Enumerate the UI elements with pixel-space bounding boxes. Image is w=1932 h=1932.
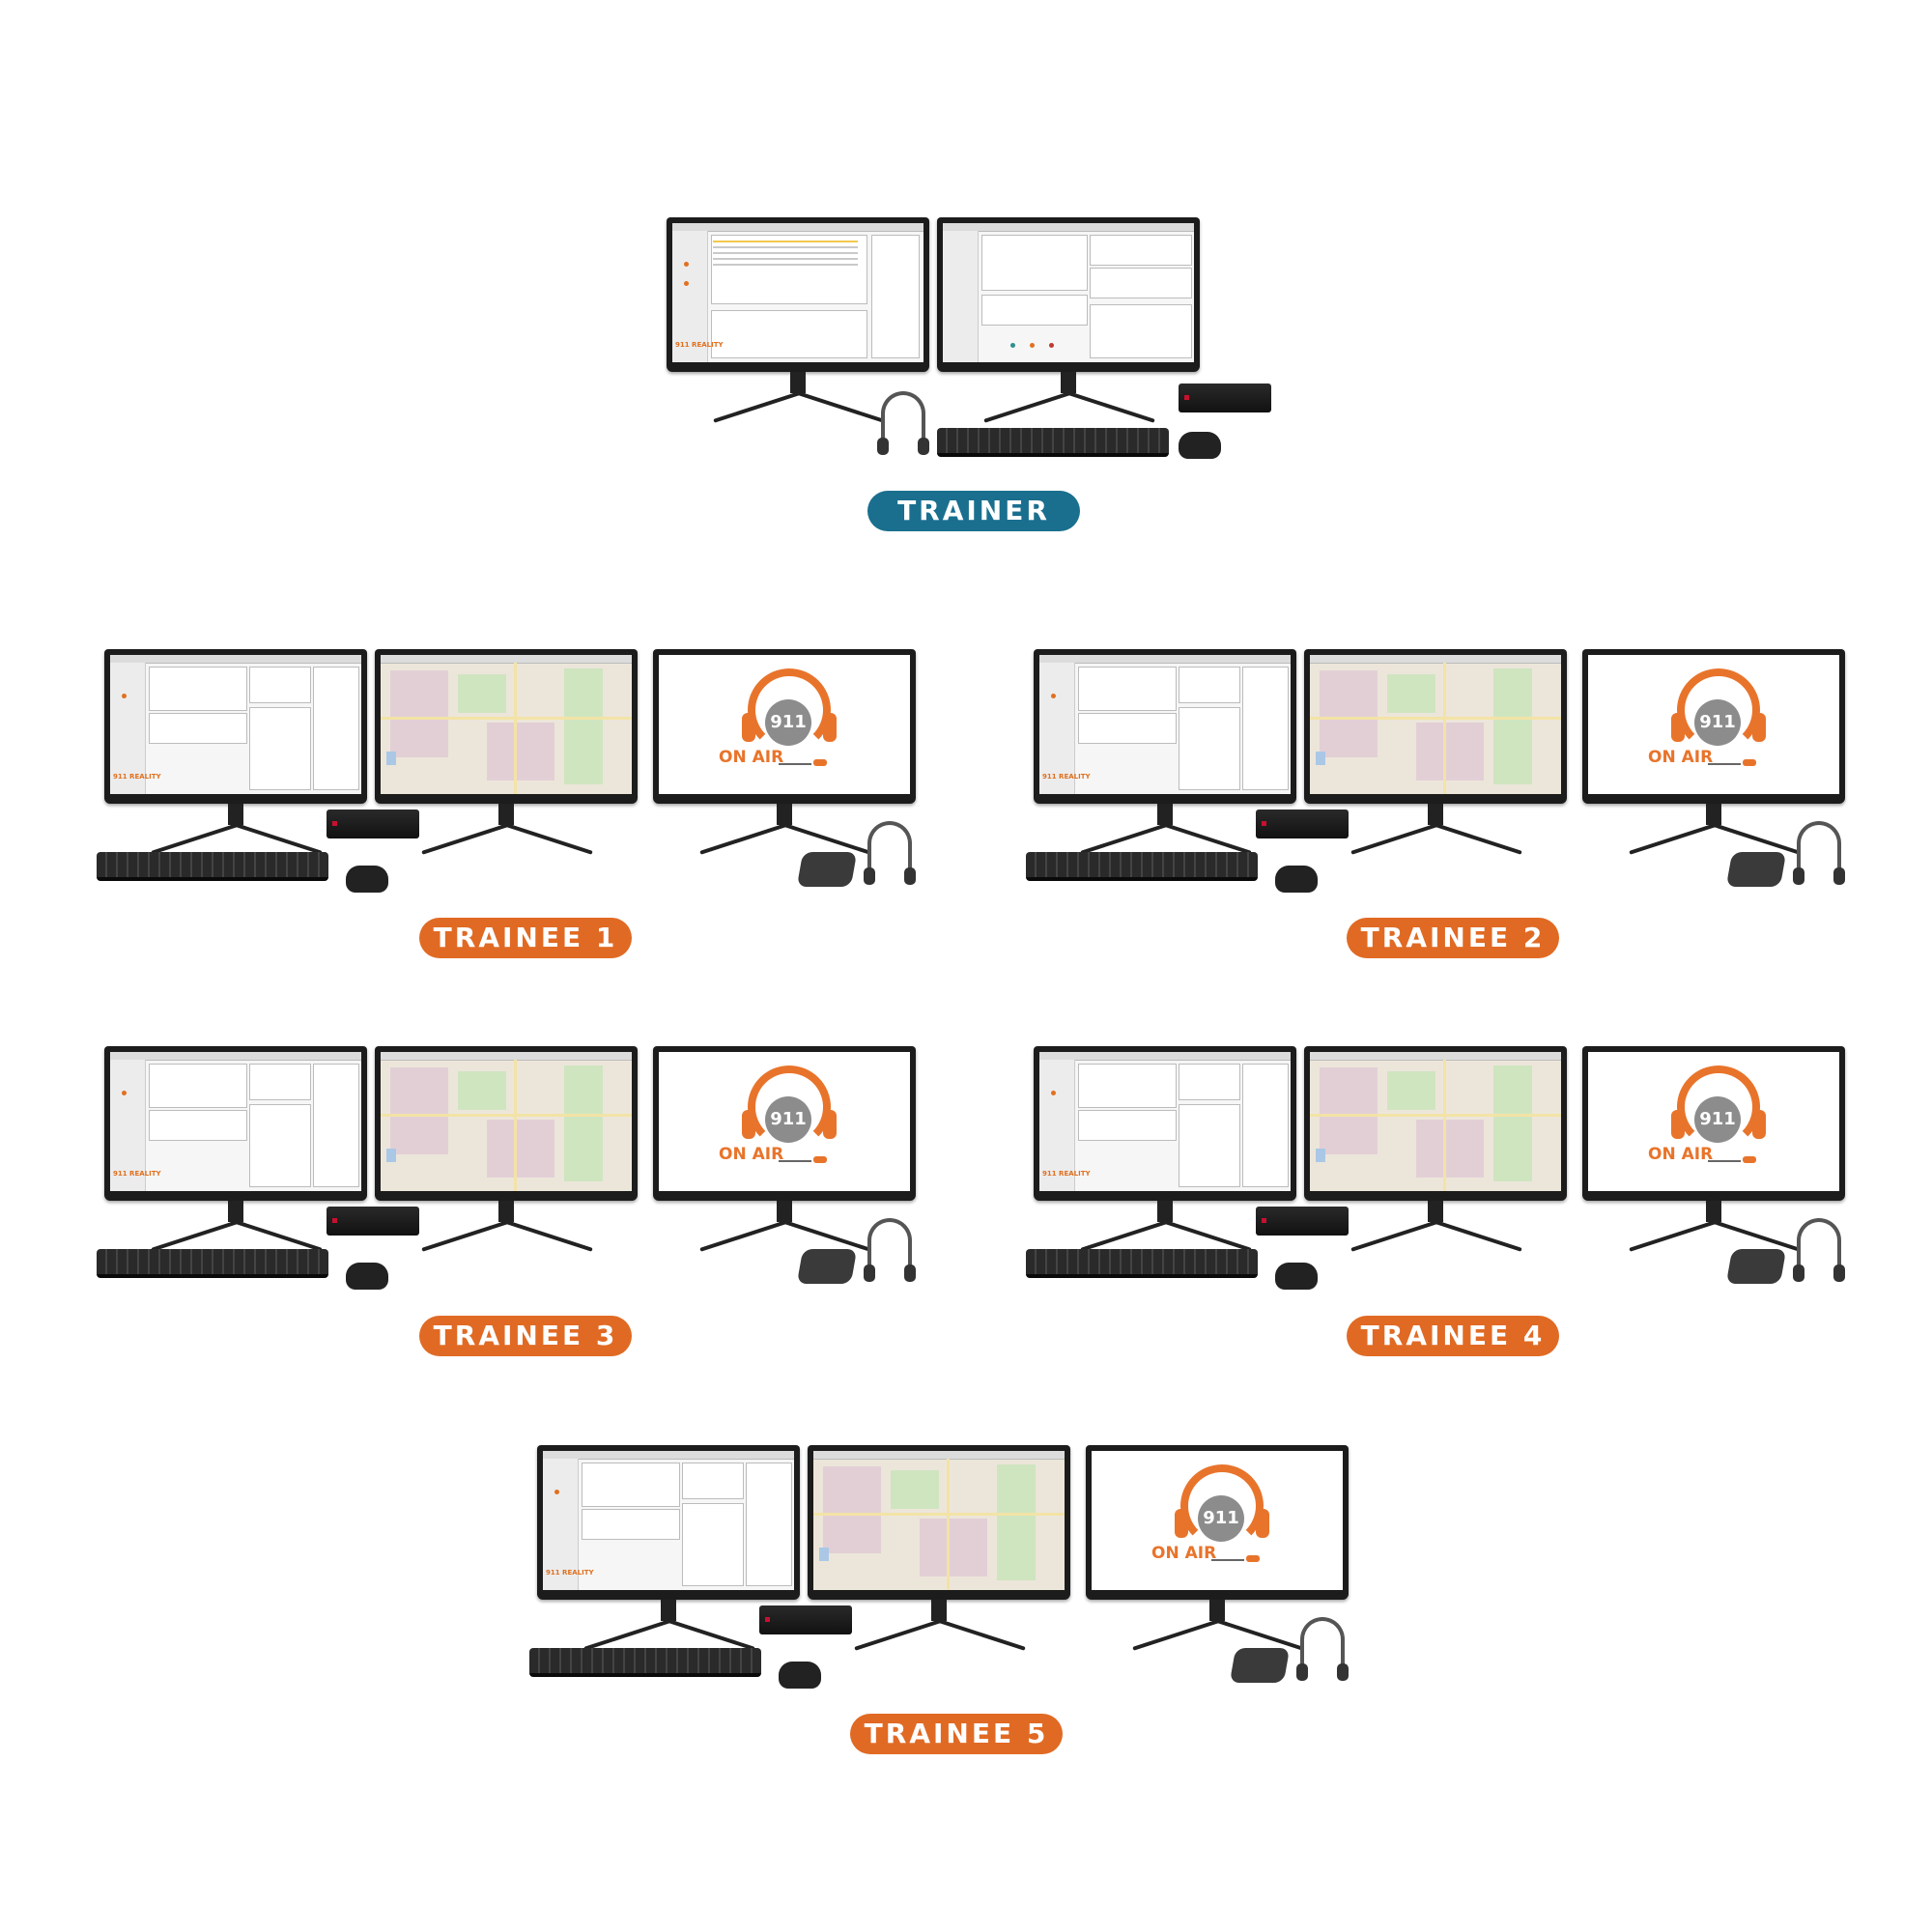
keyboard <box>97 852 328 881</box>
logo-number: 911 <box>765 699 811 746</box>
trainee-monitor-logo: 911 ON AIR <box>1582 649 1845 855</box>
logo-text: ON AIR <box>719 1145 784 1164</box>
station-label-trainee2: TRAINEE 2 <box>1347 918 1559 958</box>
speakerphone-icon <box>796 852 858 887</box>
station-label-trainee3: TRAINEE 3 <box>419 1316 632 1356</box>
ui-logo: 911 REALITY <box>113 773 161 781</box>
dispatch-ui-screen: 911 REALITY <box>672 223 923 362</box>
keyboard <box>529 1648 761 1677</box>
trainee-monitor-logo: 911 ON AIR <box>1582 1046 1845 1252</box>
mini-pc <box>327 1207 419 1236</box>
trainee-monitor-dispatch: 911 REALITY <box>1034 649 1296 855</box>
trainee-monitor-map <box>1304 1046 1567 1252</box>
logo-number: 911 <box>1694 699 1741 746</box>
ui-logo: 911 REALITY <box>1042 1170 1091 1178</box>
trainee-monitor-logo: 911 ON AIR <box>653 649 916 855</box>
on-air-911-logo: 911 ON AIR <box>1588 655 1839 794</box>
headset-icon <box>1296 1617 1349 1681</box>
trainee-monitor-dispatch: 911 REALITY <box>1034 1046 1296 1252</box>
keyboard <box>97 1249 328 1278</box>
trainee-monitor-dispatch: 911 REALITY <box>104 649 367 855</box>
ui-logo: 911 REALITY <box>546 1569 594 1577</box>
mouse <box>1275 1263 1318 1290</box>
headset-icon <box>864 1218 916 1282</box>
station-label-trainer: TRAINER <box>867 491 1080 531</box>
dispatch-ui-screen: 911 REALITY <box>1039 655 1291 794</box>
map-screen <box>1310 1052 1561 1191</box>
map-screen <box>1310 655 1561 794</box>
keyboard <box>1026 852 1258 881</box>
station-label-trainee1: TRAINEE 1 <box>419 918 632 958</box>
dispatch-ui-screen: 911 REALITY <box>110 1052 361 1191</box>
station-label-trainee4: TRAINEE 4 <box>1347 1316 1559 1356</box>
headset-icon <box>864 821 916 885</box>
trainee-monitor-map <box>375 649 638 855</box>
mini-pc <box>327 810 419 838</box>
logo-text: ON AIR <box>1648 748 1714 767</box>
on-air-911-logo: 911 ON AIR <box>1588 1052 1839 1191</box>
on-air-911-logo: 911 ON AIR <box>1092 1451 1343 1590</box>
trainee-monitor-map <box>1304 649 1567 855</box>
logo-text: ON AIR <box>1151 1544 1217 1563</box>
trainee-monitor-logo: 911 ON AIR <box>1086 1445 1349 1651</box>
on-air-911-logo: 911 ON AIR <box>659 1052 910 1191</box>
trainee-monitor-dispatch: 911 REALITY <box>104 1046 367 1252</box>
mouse <box>346 1263 388 1290</box>
mini-pc <box>1256 810 1349 838</box>
dispatch-ui-screen: 911 REALITY <box>110 655 361 794</box>
ui-logo: 911 REALITY <box>1042 773 1091 781</box>
station-label-trainee5: TRAINEE 5 <box>850 1714 1063 1754</box>
logo-text: ON AIR <box>719 748 784 767</box>
trainee-monitor-logo: 911 ON AIR <box>653 1046 916 1252</box>
logo-number: 911 <box>1198 1495 1244 1542</box>
mouse <box>346 866 388 893</box>
keyboard <box>937 428 1169 457</box>
headset-icon <box>1793 1218 1845 1282</box>
mini-pc <box>759 1605 852 1634</box>
trainee-monitor-dispatch: 911 REALITY <box>537 1445 800 1651</box>
mini-pc <box>1179 384 1271 412</box>
headset-icon <box>1793 821 1845 885</box>
headset-icon <box>877 391 929 455</box>
logo-number: 911 <box>765 1096 811 1143</box>
speakerphone-icon <box>1725 852 1787 887</box>
dispatch-ui-screen <box>943 223 1194 362</box>
speakerphone-icon <box>796 1249 858 1284</box>
map-screen <box>813 1451 1065 1590</box>
mouse <box>1275 866 1318 893</box>
map-screen <box>381 1052 632 1191</box>
ui-logo: 911 REALITY <box>113 1170 161 1178</box>
trainer-monitor-left: 911 REALITY <box>667 217 929 423</box>
logo-number: 911 <box>1694 1096 1741 1143</box>
trainer-monitor-right <box>937 217 1200 423</box>
speakerphone-icon <box>1229 1648 1291 1683</box>
trainee-monitor-map <box>808 1445 1070 1651</box>
on-air-911-logo: 911 ON AIR <box>659 655 910 794</box>
keyboard <box>1026 1249 1258 1278</box>
mouse <box>1179 432 1221 459</box>
ui-logo: 911 REALITY <box>675 341 724 349</box>
logo-text: ON AIR <box>1648 1145 1714 1164</box>
mini-pc <box>1256 1207 1349 1236</box>
mouse <box>779 1662 821 1689</box>
dispatch-ui-screen: 911 REALITY <box>1039 1052 1291 1191</box>
map-screen <box>381 655 632 794</box>
dispatch-ui-screen: 911 REALITY <box>543 1451 794 1590</box>
trainee-monitor-map <box>375 1046 638 1252</box>
speakerphone-icon <box>1725 1249 1787 1284</box>
